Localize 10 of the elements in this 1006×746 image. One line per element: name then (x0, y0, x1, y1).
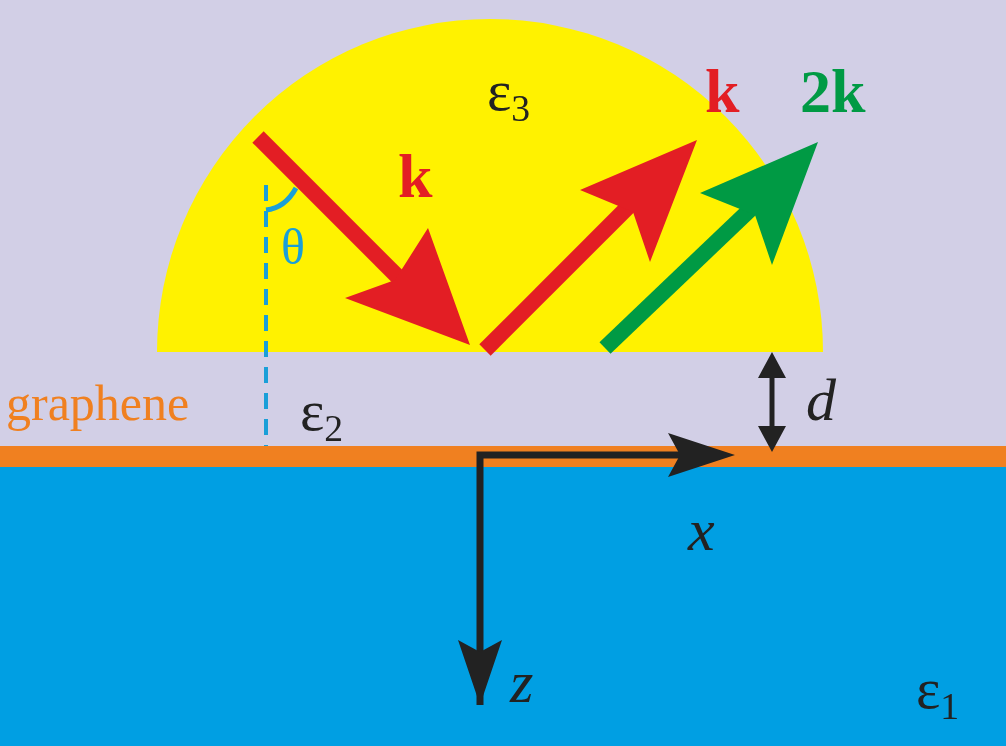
angle-label: θ (281, 222, 305, 272)
permittivity-label: ε$_{2}$ (300, 382, 344, 448)
distance-label: d (806, 370, 836, 430)
permittivity-label: ε$_{3}$ (487, 62, 531, 128)
permittivity-label: ε$_{1}$ (916, 660, 960, 726)
wave-vector-label: k (398, 145, 433, 207)
wave-vector-label: 2k (800, 60, 866, 122)
wave-vector-label: k (705, 60, 740, 122)
axis-label: z (510, 652, 534, 712)
axis-label: x (688, 500, 715, 560)
